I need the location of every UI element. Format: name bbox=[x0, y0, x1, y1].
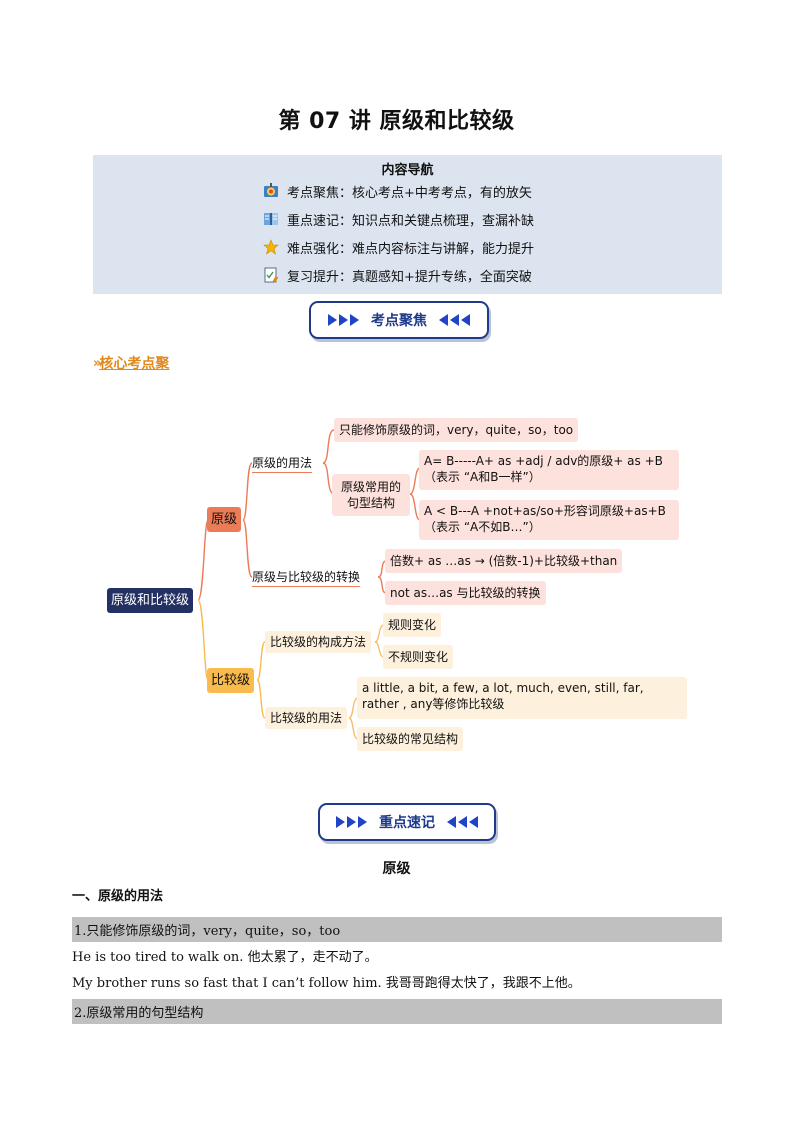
content-navigation-box: 内容导航 考点聚焦：核心考点+中考考点，有的放矢 重点速记：知识点和关键点梳理，… bbox=[93, 155, 722, 294]
mindmap-node-equal-pattern: A= B-----A+ as +adj / adv的原级+ as +B （表示 … bbox=[419, 450, 679, 490]
left-arrows-icon bbox=[447, 816, 478, 828]
right-arrows-icon bbox=[336, 816, 367, 828]
star-icon bbox=[263, 239, 279, 255]
mindmap-node-sentence-patterns: 原级常用的句型结构 bbox=[332, 474, 410, 516]
nav-item-label: 难点强化：难点内容标注与讲解，能力提升 bbox=[287, 241, 535, 257]
nav-item-difficulty: 难点强化：难点内容标注与讲解，能力提升 bbox=[263, 237, 534, 257]
nav-item-label: 复习提升：真题感知+提升专练，全面突破 bbox=[287, 269, 532, 285]
right-arrows-icon bbox=[328, 314, 359, 326]
mindmap-node-conversion: 原级与比较级的转换 bbox=[252, 567, 361, 587]
nav-item-focus: 考点聚焦：核心考点+中考考点，有的放矢 bbox=[263, 181, 532, 201]
content-heading: 原级 bbox=[382, 861, 411, 877]
subheading-positive-usage: 一、原级的用法 bbox=[72, 889, 164, 904]
section-focus-banner: 考点聚焦 bbox=[309, 301, 489, 339]
mindmap-node-comparative-modifiers: a little, a bit, a few, a lot, much, eve… bbox=[357, 677, 687, 719]
nav-item-memory: 重点速记：知识点和关键点梳理，查漏补缺 bbox=[263, 209, 534, 229]
core-points-heading: » 核心考点聚 bbox=[93, 355, 170, 373]
section-focus-label: 考点聚焦 bbox=[371, 313, 427, 329]
mindmap-branch-positive: 原级 bbox=[207, 507, 242, 532]
double-chevron-icon: » bbox=[93, 355, 102, 371]
mindmap-node-regular: 规则变化 bbox=[383, 613, 442, 637]
mindmap-node-comparative-usage: 比较级的用法 bbox=[265, 707, 348, 729]
page-title: 第 07 讲 原级和比较级 bbox=[278, 109, 515, 134]
left-arrows-icon bbox=[439, 314, 470, 326]
mindmap-node-modifiers: 只能修饰原级的词，very，quite，so，too bbox=[334, 418, 579, 442]
nav-heading: 内容导航 bbox=[381, 163, 434, 178]
nav-item-label: 考点聚焦：核心考点+中考考点，有的放矢 bbox=[287, 185, 532, 201]
mindmap-branch-comparative: 比较级 bbox=[207, 668, 255, 693]
mindmap-node-formation: 比较级的构成方法 bbox=[265, 631, 372, 653]
book-icon bbox=[264, 213, 278, 225]
rule-bar-2: 2.原级常用的句型结构 bbox=[72, 999, 722, 1024]
target-board-icon bbox=[264, 183, 278, 197]
mindmap-root: 原级和比较级 bbox=[107, 588, 194, 613]
mindmap-node-less-pattern: A < B---A +not+as/so+形容词原级+as+B（表示 “A不如B… bbox=[419, 500, 679, 540]
mindmap-node-common-structures: 比较级的常见结构 bbox=[357, 727, 464, 751]
mindmap-node-irregular: 不规则变化 bbox=[383, 645, 454, 669]
section-memory-banner: 重点速记 bbox=[318, 803, 496, 841]
mindmap-node-notas-conversion: not as…as 与比较级的转换 bbox=[385, 581, 546, 605]
example-sentence-2: My brother runs so fast that I can’t fol… bbox=[72, 976, 581, 991]
mindmap-connectors bbox=[197, 429, 421, 740]
nav-item-label: 重点速记：知识点和关键点梳理，查漏补缺 bbox=[287, 213, 535, 229]
rule-bar-1: 1.只能修饰原级的词，very，quite，so，too bbox=[72, 917, 722, 942]
mindmap-node-multiple-conversion: 倍数+ as …as → (倍数-1)+比较级+than bbox=[385, 549, 623, 573]
mindmap-node-positive-usage: 原级的用法 bbox=[252, 453, 313, 473]
section-memory-label: 重点速记 bbox=[379, 815, 435, 831]
example-sentence-1: He is too tired to walk on. 他太累了，走不动了。 bbox=[72, 950, 378, 965]
checklist-icon bbox=[264, 267, 279, 283]
nav-item-review: 复习提升：真题感知+提升专练，全面突破 bbox=[263, 265, 532, 285]
